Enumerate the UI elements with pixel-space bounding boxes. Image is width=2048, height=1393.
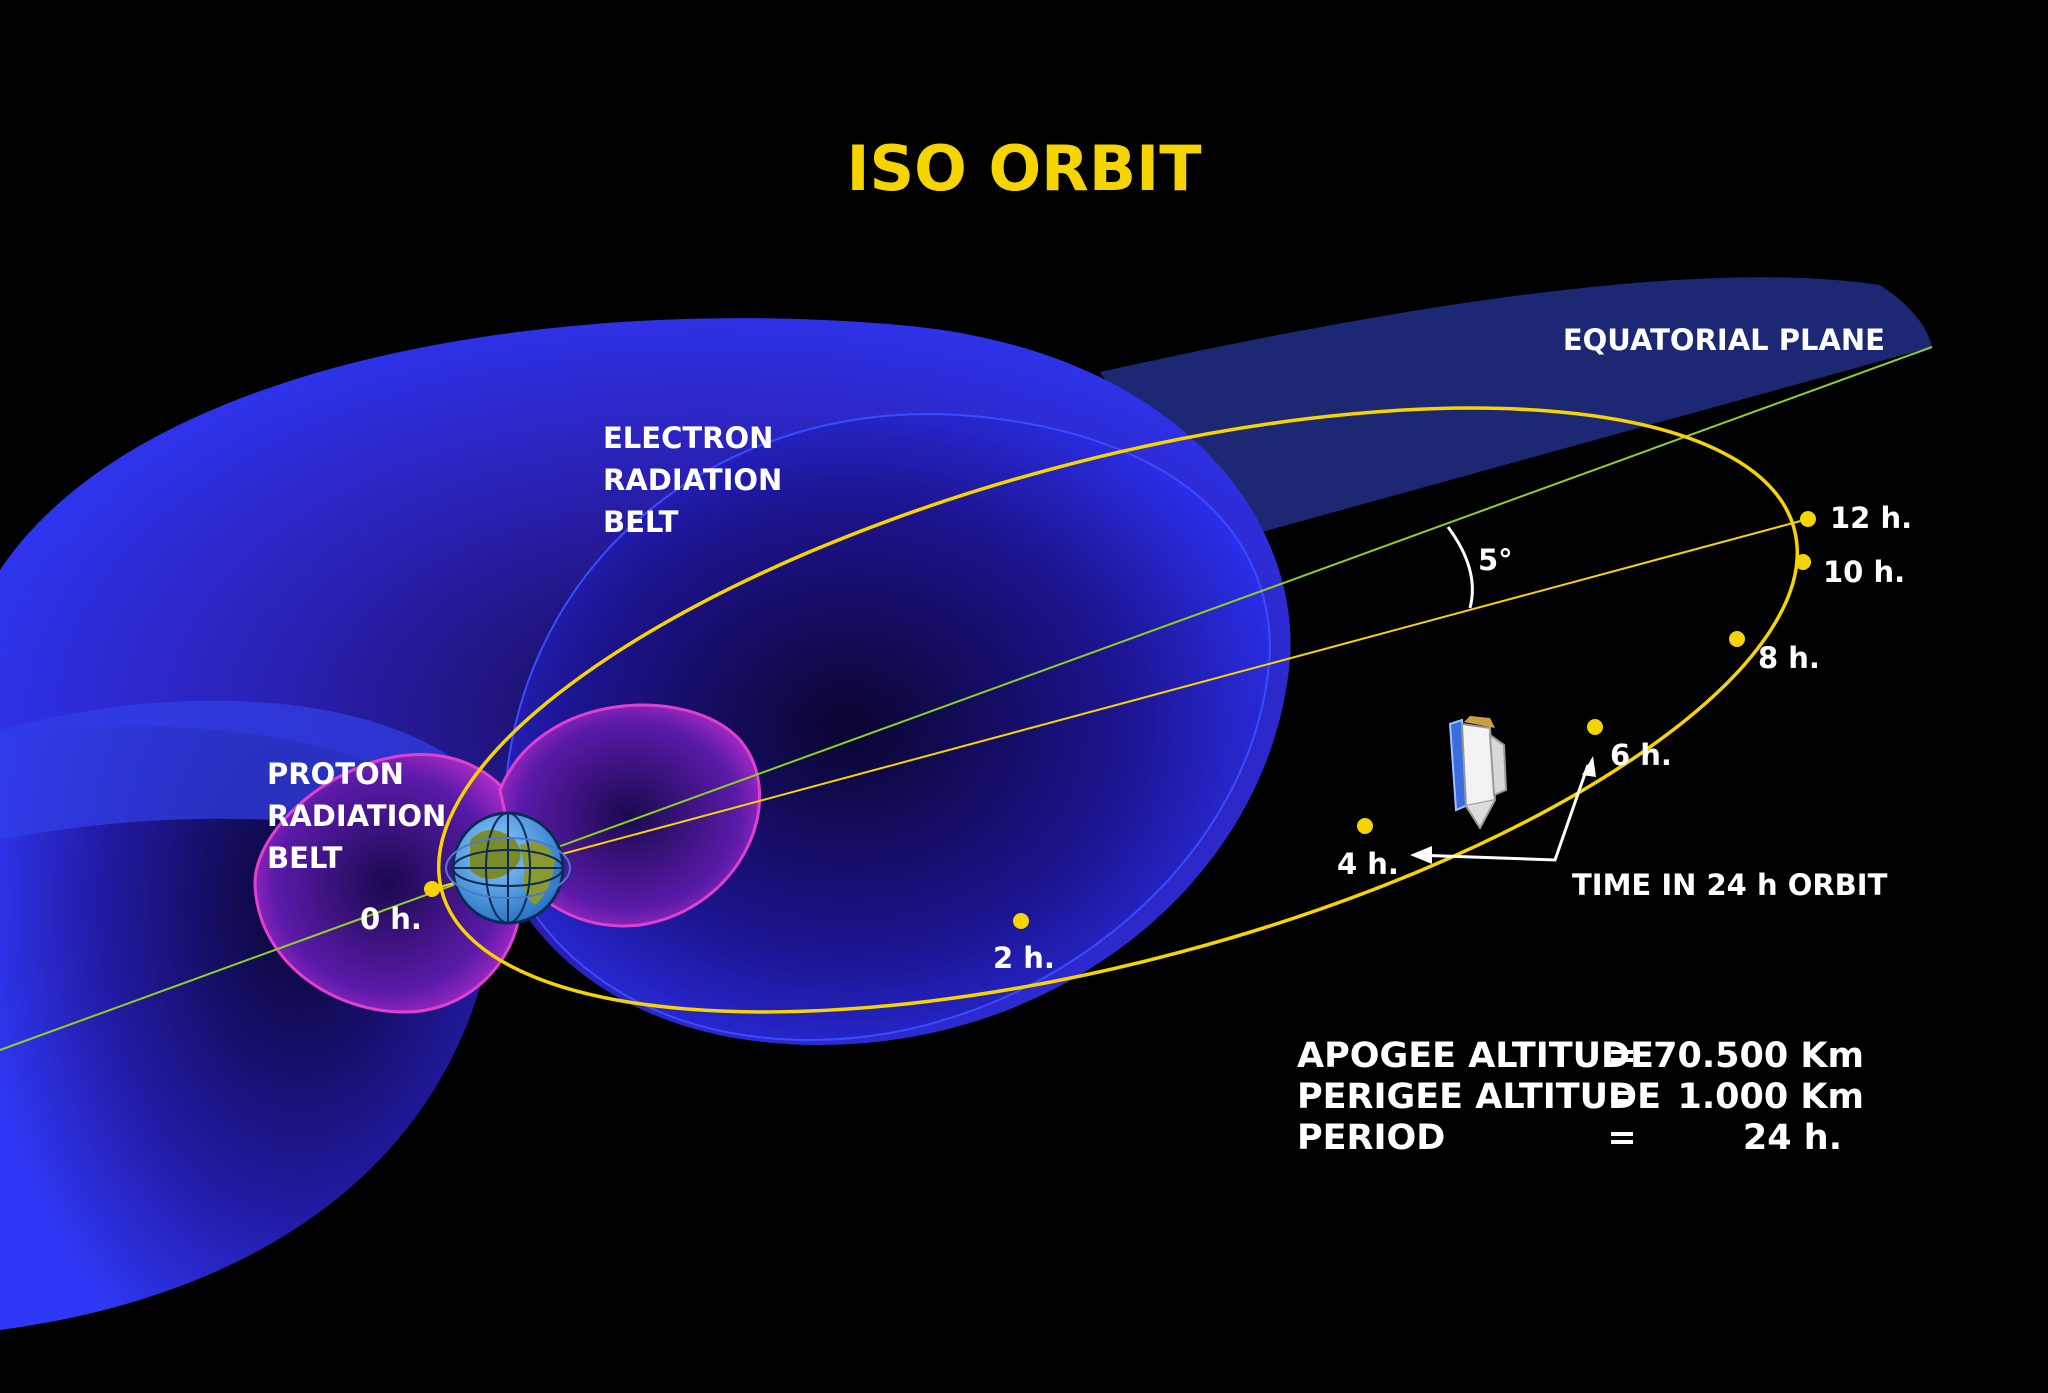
stat-name: PERIOD	[1297, 1118, 1445, 1158]
page-title: ISO ORBIT	[846, 132, 1201, 205]
proton-belt-label-line3: BELT	[267, 841, 343, 875]
orbit-marker-8h: 8 h.	[1729, 631, 1820, 675]
orbit-marker-4h: 4 h.	[1337, 818, 1399, 881]
svg-text:12 h.: 12 h.	[1830, 501, 1912, 535]
proton-belt-label-line2: RADIATION	[267, 799, 446, 833]
electron-belt-label-line2: RADIATION	[603, 463, 782, 497]
stat-value: 24 h.	[1743, 1118, 1842, 1158]
proton-belt-left	[253, 753, 522, 1014]
svg-text:6 h.: 6 h.	[1610, 738, 1672, 772]
proton-belt-right	[498, 703, 762, 928]
stat-name: PERIGEE ALTITUDE	[1297, 1077, 1661, 1117]
equatorial-plane	[1100, 277, 1932, 545]
stat-eq: =	[1607, 1036, 1636, 1076]
orbit-marker-12h: 12 h.	[1800, 501, 1912, 535]
svg-text:4 h.: 4 h.	[1337, 847, 1399, 881]
inclination-label: 5°	[1478, 543, 1513, 577]
svg-text:0 h.: 0 h.	[360, 902, 422, 936]
time-arrows	[1410, 756, 1596, 864]
inclination-arc	[1446, 526, 1474, 609]
stat-eq: =	[1607, 1118, 1636, 1158]
earth	[445, 811, 571, 925]
apsides-line	[431, 518, 1809, 890]
iso-spacecraft	[1448, 716, 1508, 830]
electron-belt-label-line3: BELT	[603, 505, 679, 539]
orbit-ellipse	[437, 406, 1799, 1014]
orbit-marker-2h: 2 h.	[993, 913, 1055, 975]
time-in-orbit-label: TIME IN 24 h ORBIT	[1572, 868, 1888, 902]
orbit-stats: APOGEE ALTITUDE = 70.500 Km PERIGEE ALTI…	[1297, 1036, 1864, 1158]
stat-name: APOGEE ALTITUDE	[1297, 1036, 1654, 1076]
svg-text:2 h.: 2 h.	[993, 941, 1055, 975]
stat-value: 70.500 Km	[1653, 1036, 1864, 1076]
orbit-marker-0h: 0 h.	[360, 881, 440, 936]
equatorial-plane-label: EQUATORIAL PLANE	[1563, 323, 1885, 357]
orbit-marker-6h: 6 h.	[1587, 719, 1672, 772]
equator-line	[0, 346, 1933, 1051]
electron-belt-label-line1: ELECTRON	[603, 421, 773, 455]
svg-text:10 h.: 10 h.	[1823, 555, 1905, 589]
stat-eq: =	[1607, 1077, 1636, 1117]
svg-text:8 h.: 8 h.	[1758, 641, 1820, 675]
orbit-marker-10h: 10 h.	[1795, 554, 1905, 589]
proton-belt-label-line1: PROTON	[267, 757, 404, 791]
stat-value: 1.000 Km	[1678, 1077, 1864, 1117]
